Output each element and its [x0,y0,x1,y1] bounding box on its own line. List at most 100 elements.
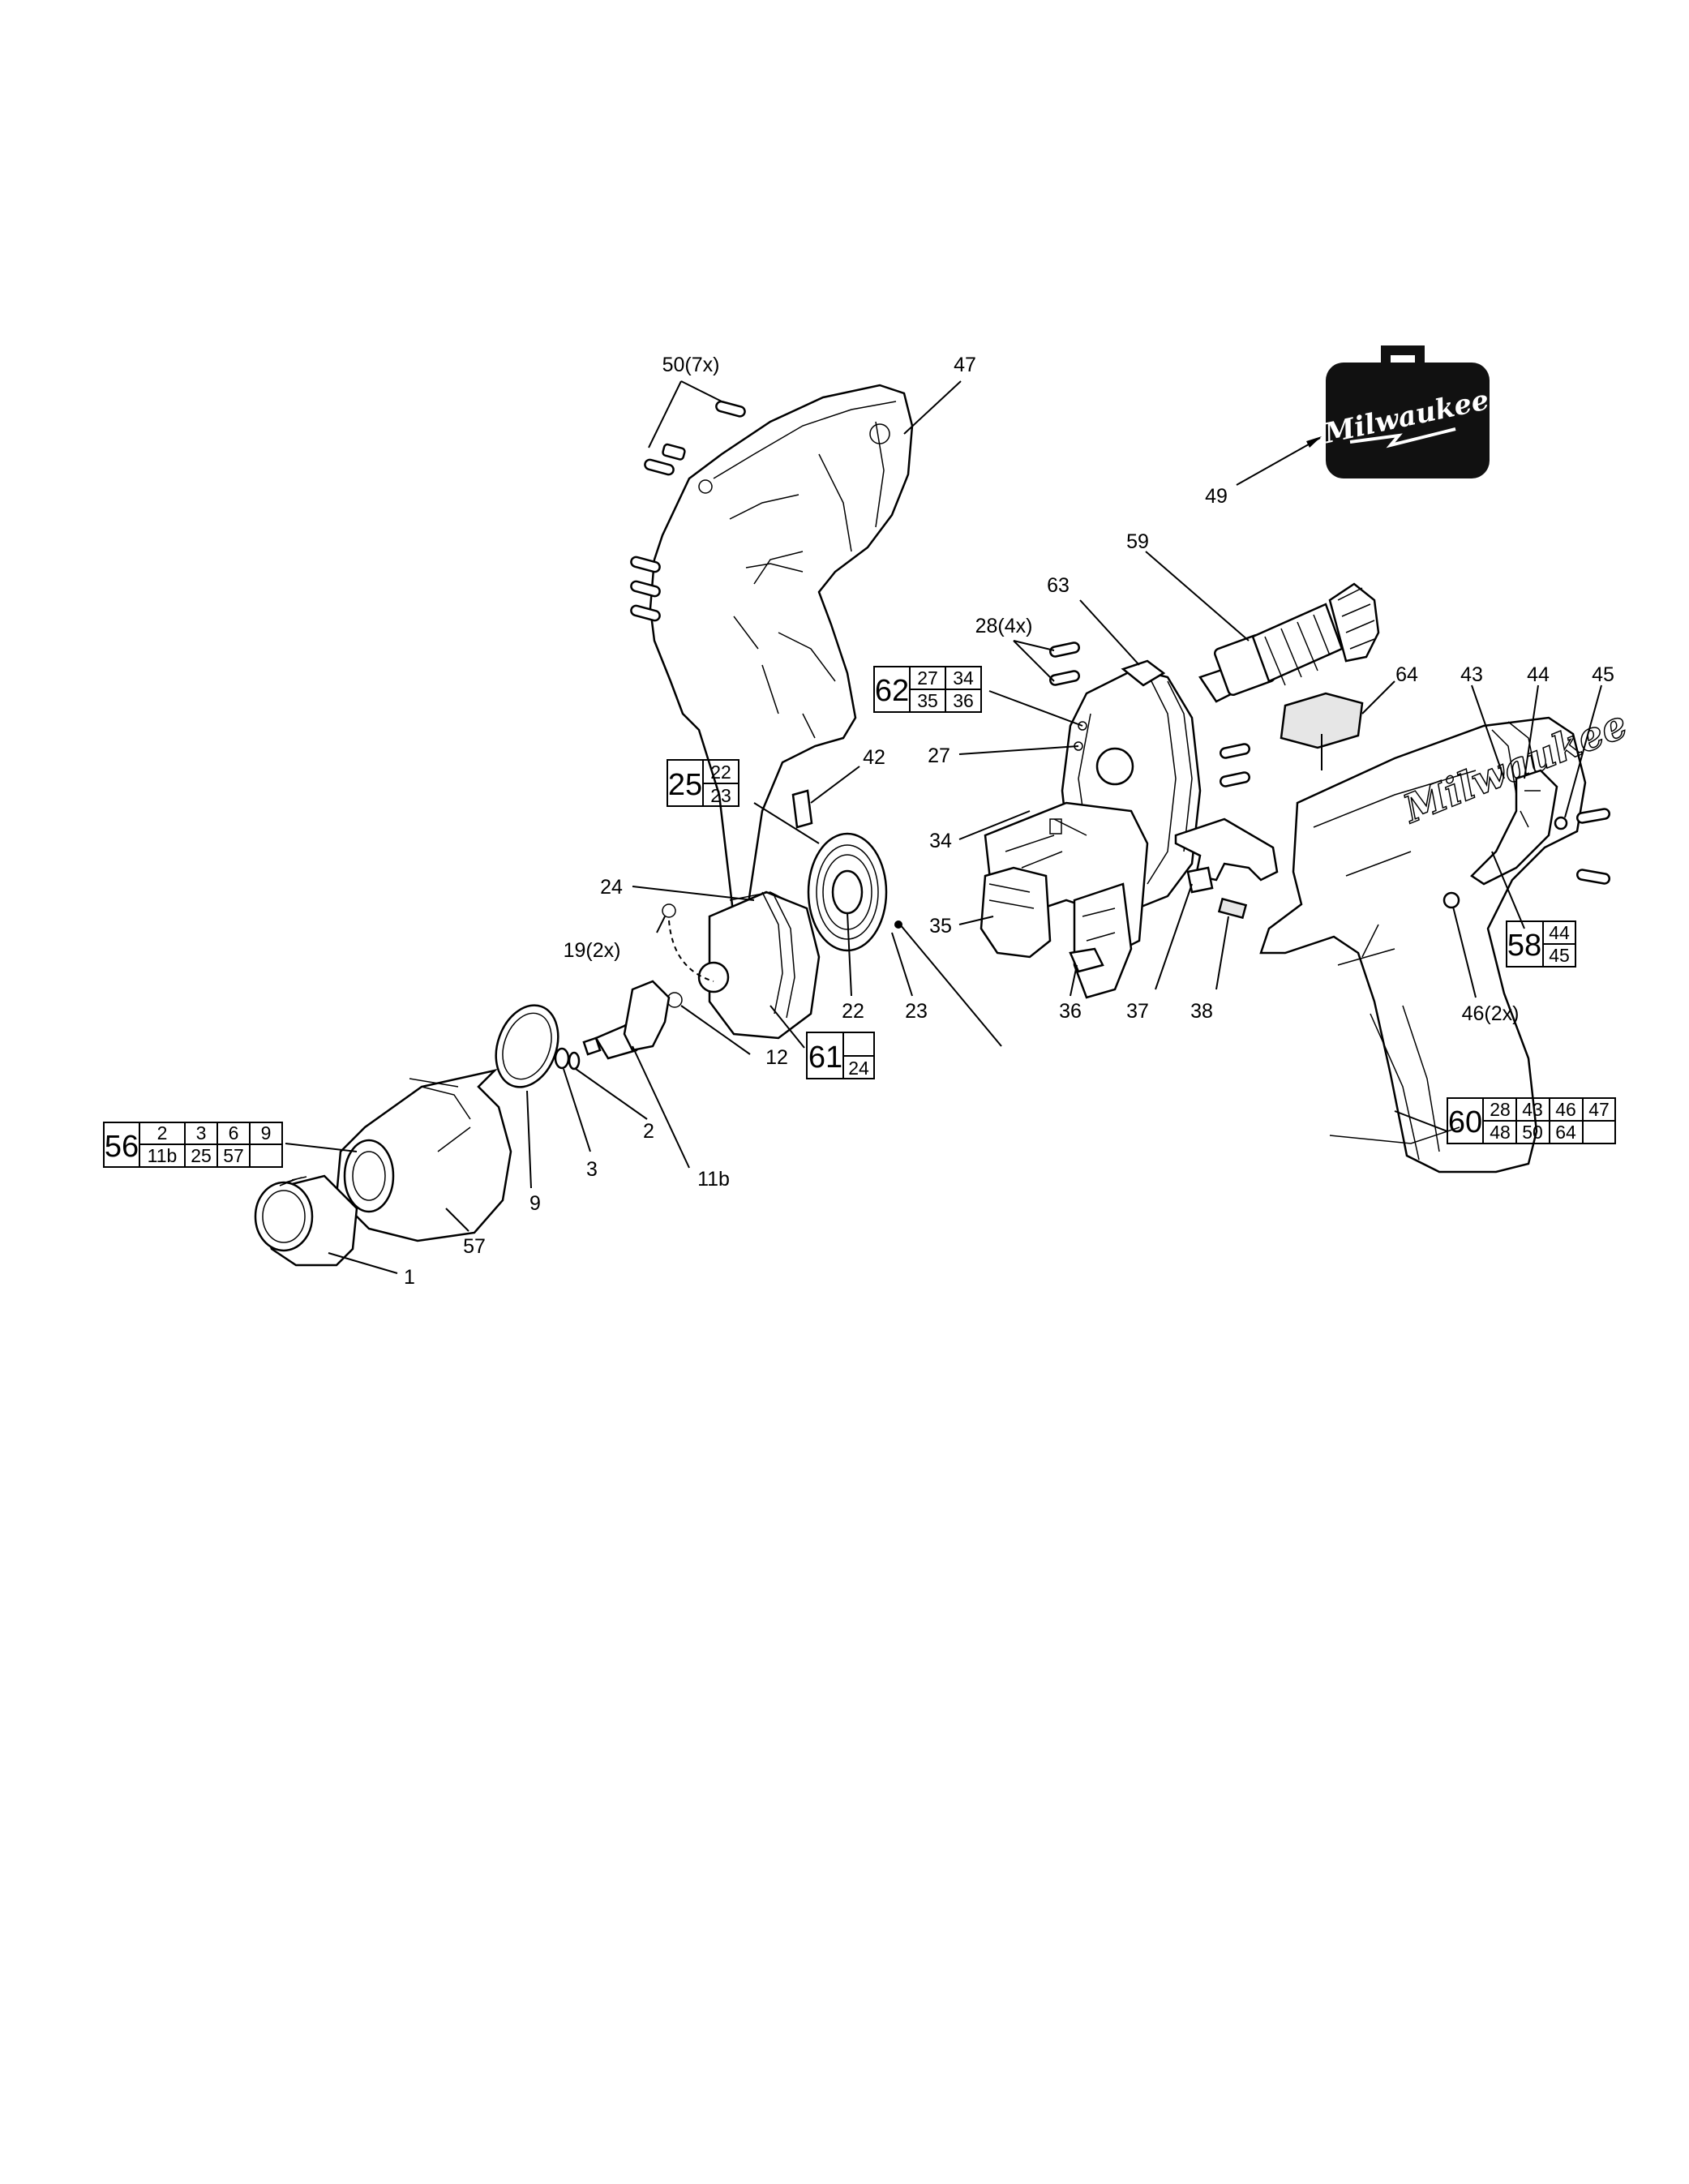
leader-28b [1013,640,1055,682]
label-64: 64 [1395,663,1418,686]
leader-28a [1013,640,1055,651]
kit-61-cell-1: 24 [848,1058,869,1079]
kit-25-cell-0: 22 [710,762,731,783]
washer-part-2 [568,1051,581,1071]
arrow-49 [1306,436,1322,448]
label-24: 24 [600,876,623,899]
leader-46 [1452,906,1477,998]
label-2: 2 [643,1120,654,1143]
leader-9 [526,1090,532,1189]
leader-27 [958,745,1079,755]
label-27: 27 [928,744,950,767]
leader-24 [632,886,755,901]
leader-47 [903,380,962,435]
label-47: 47 [954,354,976,376]
kit-62-cell-3: 36 [953,690,974,711]
kit-60-cell-1: 43 [1522,1099,1543,1120]
leader-38 [1215,916,1229,990]
label-12: 12 [765,1046,788,1069]
leader-19 [656,916,666,933]
label-1: 1 [404,1266,415,1289]
leader-43 [1471,684,1505,779]
leader-56 [285,1143,358,1152]
label-23: 23 [905,1000,928,1023]
clip-part-42 [791,789,813,829]
kit-25-main: 25 [668,768,702,802]
leader-60 [1394,1110,1448,1132]
kit-56-cell-3: 9 [261,1122,272,1143]
kit-56-main: 56 [105,1130,139,1164]
label-34: 34 [929,830,952,852]
label-38: 38 [1190,1000,1213,1023]
kit-56-cell-6: 57 [223,1145,244,1166]
kit-56-cell-2: 6 [229,1122,239,1143]
leader-23b [899,924,1002,1047]
kit-60-cell-5: 50 [1522,1122,1543,1143]
kit-table-58: 58 44 45 [1506,920,1576,968]
label-45: 45 [1592,663,1614,686]
leader-19-dashed [668,920,714,982]
insulator-part-64 [1280,692,1364,749]
label-59: 59 [1126,530,1149,553]
spring-washer-part-22-23 [807,832,902,952]
kit-60-cell-2: 46 [1555,1099,1576,1120]
kit-56-cell-5: 25 [191,1145,212,1166]
label-9: 9 [529,1192,541,1215]
kit-table-61: 61 24 [806,1032,875,1079]
kit-table-25: 25 22 23 [667,759,739,807]
leader-2 [575,1068,648,1120]
leader-62 [988,690,1083,727]
left-housing-part-47 [649,384,914,953]
leader-50a [648,380,682,448]
leader-50b [680,380,722,402]
label-3: 3 [586,1158,598,1181]
hammer-part-24 [697,890,821,1040]
balls-part-19 [662,903,676,918]
kit-56-cell-4: 11b [148,1145,178,1166]
carrying-case-part-49: Milwaukee [1321,345,1492,478]
kit-56-cell-0: 2 [157,1122,168,1143]
leader-22 [847,912,852,997]
screws-part-46 [1443,891,1460,909]
leader-63 [1079,599,1140,666]
label-46: 46(2x) [1462,1002,1520,1025]
kit-62-cell-1: 34 [953,667,974,689]
rotor-part-59 [1198,582,1380,703]
label-43: 43 [1460,663,1483,686]
leader-12 [680,1005,751,1055]
kit-60-main: 60 [1448,1105,1482,1139]
leader-42 [810,766,860,804]
leader-34 [958,810,1031,840]
kit-62-cell-0: 27 [917,667,938,689]
kit-58-cell-1: 45 [1549,945,1570,966]
label-50: 50(7x) [662,354,720,376]
label-57: 57 [463,1235,486,1258]
kit-table-62: 62 27 34 35 36 [873,666,982,713]
kit-60-cell-4: 48 [1490,1122,1511,1143]
washer-part-3 [554,1047,570,1070]
leader-58 [1491,851,1525,929]
kit-60-cell-6: 64 [1555,1122,1576,1143]
label-49: 49 [1205,485,1228,508]
kit-25-cell-1: 23 [710,785,731,806]
leader-25 [753,802,820,844]
electronics-module-part-34-35-36 [980,801,1149,999]
leader-37 [1155,883,1193,990]
trigger-part-37-38 [1174,817,1279,920]
label-28: 28(4x) [975,615,1033,637]
screws-part-45 [1554,808,1611,885]
leader-3 [563,1068,591,1152]
label-36: 36 [1059,1000,1082,1023]
leader-57 [445,1208,469,1232]
kit-58-cell-0: 44 [1549,922,1570,943]
kit-60-cell-3: 47 [1588,1099,1610,1120]
kit-56-cell-1: 3 [196,1122,207,1143]
kit-table-60: 60 28 43 46 47 48 50 64 [1447,1097,1616,1144]
part-labels: 50(7x) 47 49 59 63 28(4x) 64 43 44 45 27… [404,354,1614,1289]
label-35: 35 [929,915,952,938]
label-19: 19(2x) [564,939,621,962]
label-63: 63 [1047,574,1070,597]
leader-23 [891,932,913,997]
leader-35 [958,916,994,925]
